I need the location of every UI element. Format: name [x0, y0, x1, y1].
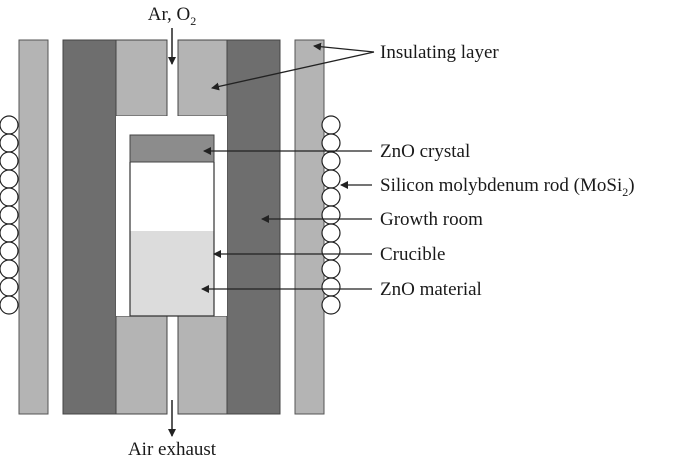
- heater-coil-right: [321, 169, 341, 189]
- gas-inlet-label: Ar, O2: [148, 4, 197, 28]
- heater-coil-left: [0, 277, 19, 297]
- heater-coil-left: [0, 259, 19, 279]
- crucible-outline: [129, 162, 215, 317]
- growth-room-label: Growth room: [380, 209, 483, 230]
- heater-coil-left: [0, 115, 19, 135]
- exhaust-label: Air exhaust: [128, 439, 217, 460]
- heater-coil-column-left: [0, 115, 19, 315]
- heater-coil-right: [321, 223, 341, 243]
- top-plug-right: [177, 39, 228, 117]
- leader-insulating-layer-a: [313, 42, 375, 53]
- zno-material-label: ZnO material: [380, 279, 482, 300]
- top-plug-left: [115, 39, 168, 117]
- heater-coil-right: [321, 133, 341, 153]
- heater-rod-label: Silicon molybdenum rod (MoSi2): [380, 175, 635, 199]
- zno-crystal-label: ZnO crystal: [380, 141, 470, 162]
- bottom-plug-left: [115, 315, 168, 415]
- growth-room-wall-right: [226, 39, 281, 415]
- crucible-label: Crucible: [380, 244, 445, 265]
- insulating-layer-label: Insulating layer: [380, 42, 499, 63]
- heater-coil-left: [0, 223, 19, 243]
- heater-coil-left: [0, 241, 19, 261]
- heater-coil-column-right: [321, 115, 341, 315]
- heater-coil-right: [321, 295, 341, 315]
- zno-crystal: [129, 134, 215, 163]
- heater-coil-left: [0, 169, 19, 189]
- heater-coil-right: [321, 187, 341, 207]
- heater-coil-right: [321, 151, 341, 171]
- heater-coil-right: [321, 115, 341, 135]
- heater-coil-left: [0, 295, 19, 315]
- heater-coil-left: [0, 205, 19, 225]
- heater-coil-right: [321, 241, 341, 261]
- heater-coil-left: [0, 187, 19, 207]
- heater-coil-right: [321, 277, 341, 297]
- heater-coil-left: [0, 133, 19, 153]
- heater-coil-right: [321, 259, 341, 279]
- outer-insulating-layer-left: [18, 39, 49, 415]
- leader-insulating-layer-b: [211, 51, 375, 91]
- outer-insulating-layer-right: [294, 39, 325, 415]
- heater-coil-left: [0, 151, 19, 171]
- bottom-plug-right: [177, 315, 228, 415]
- zno-material: [130, 231, 214, 316]
- heater-coil-right: [321, 205, 341, 225]
- growth-room-wall-left: [62, 39, 117, 415]
